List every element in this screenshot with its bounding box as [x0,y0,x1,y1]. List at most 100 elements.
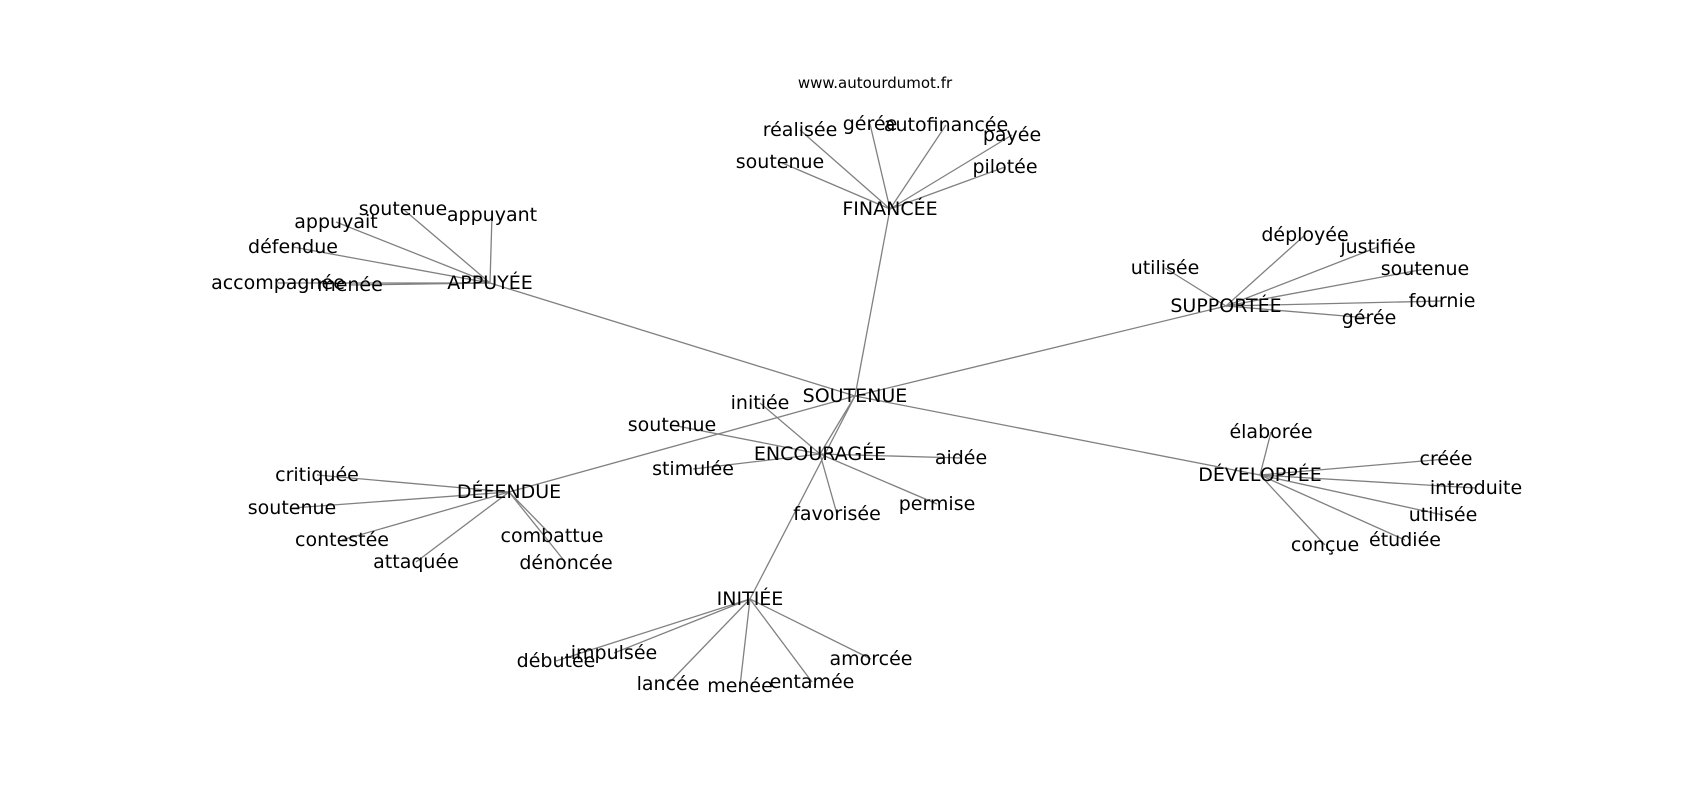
leaf-node-financee: soutenue [736,151,824,173]
edge-supportee-leaf [1225,268,1426,307]
hub-node-developpee: DÉVELOPPÉE [1198,463,1321,486]
edge-financee-leaf [889,134,1013,210]
edge-encouragee-leaf [671,424,821,455]
edge-defendue-leaf [415,491,510,563]
edge-supportee-leaf [1225,234,1306,307]
leaf-node-financee: pilotée [972,156,1037,178]
edge-center-initiee [749,395,856,600]
leaf-node-developpee: étudiée [1369,529,1441,551]
edge-supportee-leaf [1164,267,1227,307]
leaf-node-defendue: contestée [295,529,389,551]
leaf-node-defendue: attaquée [373,551,459,573]
leaf-node-supportee: fournie [1409,290,1476,312]
edge-center-supportee [854,305,1227,397]
leaf-node-appuyee: menée [317,274,383,296]
graph-labels: www.autourdumot.fr SOUTENUE FINANCÉE réali… [211,74,1522,697]
edge-defendue-leaf [508,491,553,537]
edge-financee-leaf [869,123,891,210]
edge-initiee-leaf [749,598,813,683]
leaf-node-appuyee: soutenue [359,198,447,220]
leaf-node-supportee: déployée [1261,224,1348,246]
edge-encouragee-leaf [819,453,838,515]
leaf-node-appuyee: appuyait [294,211,377,233]
leaf-node-financee: payée [983,124,1041,146]
edge-financee-leaf [779,161,891,210]
leaf-node-supportee: soutenue [1381,258,1469,280]
leaf-node-initiee: menée [707,675,773,697]
edge-encouragee-leaf [759,402,821,455]
leaf-node-supportee: gérée [1342,307,1397,329]
edge-center-financee [854,208,891,397]
leaf-node-defendue: soutenue [248,497,336,519]
leaf-node-initiee: lancée [637,673,700,695]
leaf-node-developpee: introduite [1430,477,1522,499]
leaf-node-initiee: impulsée [571,642,657,664]
center-node-label: SOUTENUE [803,385,908,407]
hub-node-supportee: SUPPORTÉE [1170,294,1281,317]
leaf-node-financee: réalisée [763,119,838,141]
leaf-node-defendue: dénoncée [519,552,612,574]
leaf-node-initiee: entamée [770,671,855,693]
edge-appuyee-leaf [292,246,491,284]
graph-edges [278,123,1477,687]
edge-center-encouragee [819,395,856,455]
hub-node-defendue: DÉFENDUE [457,480,561,503]
edge-appuyee-leaf [335,221,491,284]
watermark-text: www.autourdumot.fr [798,74,953,92]
leaf-node-initiee: amorcée [830,648,913,670]
leaf-node-encouragee: aidée [935,447,987,469]
edge-defendue-leaf [508,491,567,564]
edge-financee-leaf [799,129,891,210]
edge-appuyee-leaf [402,208,491,284]
leaf-node-initiee: débutée [517,650,596,672]
edge-center-developpee [854,395,1261,476]
edge-defendue-leaf [291,491,510,509]
leaf-node-encouragee: initiée [731,392,790,414]
hub-node-financee: FINANCÉE [842,197,937,220]
leaf-node-financee: gérée [843,113,898,135]
leaf-node-defendue: combattue [501,525,604,547]
edge-developpee-leaf [1259,474,1406,541]
edge-encouragee-leaf [819,453,938,505]
leaf-node-appuyee: accompagnée [211,272,345,294]
leaf-node-appuyee: défendue [248,236,338,258]
edge-initiee-leaf [749,598,872,660]
edge-initiee-leaf [739,598,751,687]
edge-developpee-leaf [1259,474,1477,489]
edge-initiee-leaf [667,598,751,685]
leaf-node-supportee: utilisée [1131,257,1200,279]
leaf-node-encouragee: favorisée [793,503,881,525]
edge-initiee-leaf [555,598,751,662]
edge-financee-leaf [889,124,947,210]
leaf-node-financee: autofinancée [884,114,1008,136]
edge-supportee-leaf [1225,246,1379,307]
edge-center-appuyee [489,282,856,397]
edge-developpee-leaf [1259,431,1272,476]
leaf-node-developpee: conçue [1291,534,1359,556]
edge-supportee-leaf [1225,305,1370,319]
edge-developpee-leaf [1259,474,1326,546]
edge-appuyee-leaf [349,282,491,286]
leaf-node-encouragee: permise [899,493,976,515]
leaf-node-developpee: créée [1420,448,1473,470]
leaf-node-developpee: utilisée [1409,504,1478,526]
edge-developpee-leaf [1259,474,1444,516]
edge-appuyee-leaf [489,214,493,284]
leaf-node-encouragee: soutenue [628,414,716,436]
leaf-node-encouragee: stimulée [652,458,734,480]
hub-node-encouragee: ENCOURAGÉE [754,442,886,465]
edge-financee-leaf [889,166,1006,210]
edge-center-defendue [508,395,856,493]
edge-developpee-leaf [1259,458,1447,476]
leaf-node-developpee: élaborée [1229,421,1312,443]
leaf-node-defendue: critiquée [275,464,359,486]
hub-node-initiee: INITIÉE [717,587,784,610]
leaf-node-appuyee: appuyant [447,204,537,226]
edge-encouragee-leaf [819,453,962,459]
edge-supportee-leaf [1225,300,1443,307]
leaf-node-supportee: justifiée [1339,236,1415,258]
edge-defendue-leaf [316,474,510,493]
edge-initiee-leaf [613,598,751,654]
edge-defendue-leaf [341,491,510,541]
